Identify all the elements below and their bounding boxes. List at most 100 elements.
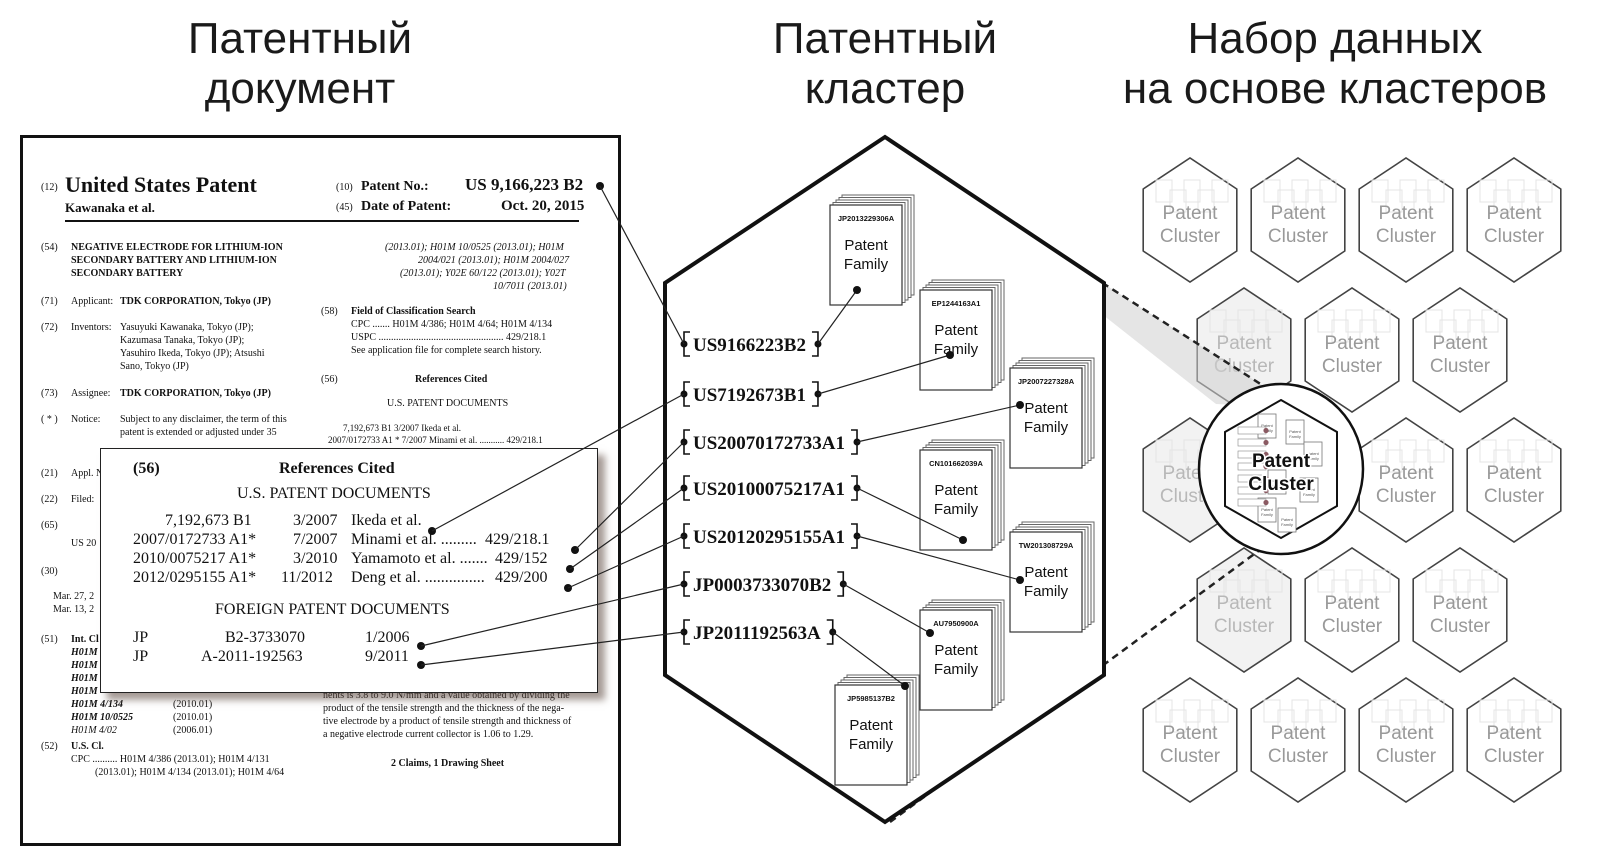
faint-document-mark: [1197, 189, 1215, 213]
cluster-label-line: Patent: [1163, 203, 1219, 224]
mini-family-label: Family: [1289, 434, 1301, 439]
family-label-line: Patent: [934, 322, 978, 339]
us-reference-class: 429/218.1: [485, 531, 550, 548]
faint-document-mark: [1481, 569, 1499, 593]
faint-document-mark: [1453, 309, 1471, 333]
us-reference-number: 2012/0295155 A1*: [133, 569, 257, 586]
faint-document-mark: [1263, 699, 1281, 723]
faint-document-mark: [1317, 569, 1335, 593]
faint-document-mark: [1251, 319, 1269, 343]
faint-document-mark: [1251, 579, 1269, 603]
invention-title-line: SECONDARY BATTERY AND LITHIUM-ION: [71, 255, 277, 266]
publication-label: US20120295155A1: [693, 527, 845, 548]
faint-document-mark: [1237, 309, 1255, 333]
mini-family-stack: [1299, 477, 1319, 503]
cluster-label-line: Patent: [1487, 463, 1543, 484]
foreign-country: JP: [133, 648, 149, 665]
cluster-label-line: Patent: [1271, 203, 1327, 224]
abstract-line: a negative electrode current collector i…: [323, 729, 534, 740]
appl-label: Appl. N: [71, 468, 104, 479]
inid-code: (73): [41, 388, 58, 399]
family-label-line: Family: [934, 341, 979, 358]
faint-document-mark: [1385, 189, 1403, 213]
heading-cluster-dataset: Набор данных на основе кластеров: [1090, 14, 1580, 114]
family-anchor-dot: [946, 351, 954, 359]
faint-document-mark: [1467, 579, 1485, 603]
faint-document-mark: [1479, 699, 1497, 723]
faint-document-mark: [1211, 179, 1229, 203]
filed-label: Filed:: [71, 494, 95, 505]
faint-document-mark: [1197, 709, 1215, 733]
faint-document-mark: [1425, 569, 1443, 593]
cluster-label-line: Patent: [1217, 333, 1273, 354]
faint-document-mark: [1373, 569, 1391, 593]
cluster-label-line: Cluster: [1484, 746, 1545, 767]
faint-document-mark: [1305, 189, 1323, 213]
int-cl-row: H01M 10/0525: [71, 712, 133, 723]
faint-document-mark: [1371, 439, 1389, 463]
faint-document-mark: [1237, 569, 1255, 593]
family-code: TW201308729A: [1019, 541, 1074, 550]
family-label-line: Family: [934, 501, 979, 518]
inid-code: (22): [41, 494, 58, 505]
us-reference-number: 2007/0172733 A1*: [133, 531, 257, 548]
family-code: EP1244163A1: [932, 299, 981, 308]
priority-date: Mar. 13, 2: [53, 604, 95, 615]
faint-document-mark: [1507, 699, 1525, 723]
inid-code: (51): [41, 634, 58, 645]
mini-family-label: Patent: [1303, 487, 1315, 492]
foreign-docs-heading: FOREIGN PATENT DOCUMENTS: [215, 601, 450, 618]
inid-code: (56): [133, 460, 160, 477]
faint-document-mark: [1317, 309, 1335, 333]
publication-family-link: [856, 487, 964, 541]
mini-family-label: Patent: [1261, 507, 1273, 512]
publication-label: US20070172733A1: [693, 433, 845, 454]
faint-document-mark: [1291, 179, 1309, 203]
heading-patent-cluster: Патентный кластер: [740, 14, 1030, 114]
faint-document-mark: [1223, 319, 1241, 343]
faint-document-mark: [1291, 699, 1309, 723]
family-label-line: Family: [844, 256, 889, 273]
faint-document-mark: [1169, 449, 1187, 473]
publication-number: US20120295155A1: [680, 523, 861, 549]
notice-line: patent is extended or adjusted under 35: [120, 427, 277, 438]
faint-document-mark: [1535, 179, 1553, 203]
inid-code: (54): [41, 242, 58, 253]
publication-family-link: [856, 535, 1021, 581]
faint-document-mark: [1345, 309, 1363, 333]
int-cl-date: (2010.01): [173, 712, 213, 723]
heading-line: кластер: [804, 64, 966, 113]
cluster-label-line: Cluster: [1322, 356, 1383, 377]
cluster-label-line: Cluster: [1430, 356, 1491, 377]
cluster-label-line: Cluster: [1160, 746, 1221, 767]
patent-no-label: Patent No.:: [361, 179, 429, 194]
faint-document-mark: [1399, 699, 1417, 723]
reference-row: 2007/0172733 A1 * 7/2007 Minami et al. .…: [328, 435, 543, 445]
cluster-label-line: Patent: [1487, 203, 1543, 224]
publication-family-link: [817, 289, 858, 345]
family-label-line: Patent: [1024, 564, 1068, 581]
faint-document-mark: [1331, 319, 1349, 343]
mini-family-stack: [1277, 507, 1297, 533]
mini-family-label: Patent: [1271, 479, 1283, 484]
cluster-label-line: Cluster: [1268, 746, 1329, 767]
cpc-search: CPC ....... H01M 4/386; H01M 4/64; H01M …: [351, 319, 553, 330]
cluster-label-line: Cluster: [1484, 226, 1545, 247]
faint-document-mark: [1493, 189, 1511, 213]
us-reference-author: Yamamoto et al. .......: [351, 550, 488, 567]
mini-family-label: Patent: [1289, 429, 1301, 434]
cluster-label-line: Patent: [1163, 723, 1219, 744]
us-docs-heading: U.S. PATENT DOCUMENTS: [387, 398, 509, 409]
us-reference-number: 7,192,673 B1: [165, 512, 252, 529]
us-reference-date: 7/2007: [293, 531, 338, 548]
foreign-number: B2-3733070: [225, 629, 305, 646]
publication-family-link: [842, 583, 931, 634]
mini-link-dot: [1263, 487, 1269, 494]
